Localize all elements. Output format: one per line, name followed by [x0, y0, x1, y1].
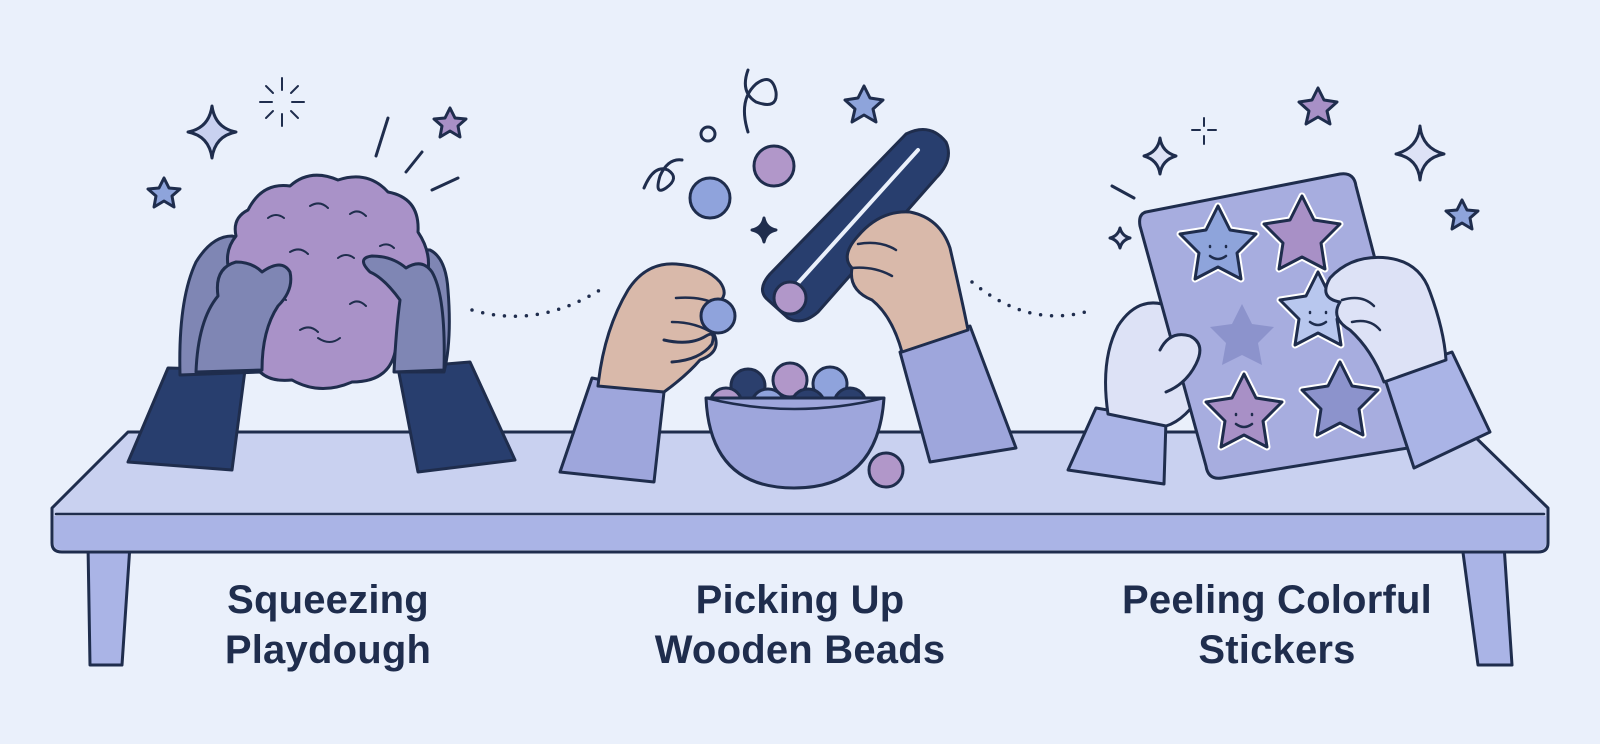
left-hand-skin: [596, 262, 726, 394]
left-sleeve-navy: [126, 366, 247, 472]
sticker-star-5: [1298, 358, 1382, 439]
caption-beads-line1: Picking Up: [695, 578, 905, 622]
dotted-connector-1: [470, 284, 608, 318]
swirl-left: [642, 158, 684, 192]
bowl-rim: [704, 396, 886, 411]
caption-stickers-line1: Peeling Colorful: [1122, 578, 1432, 622]
caption-stickers-line2: Stickers: [1198, 628, 1356, 672]
sparkle-beads: [750, 216, 778, 244]
star-stickers-right: [1444, 198, 1480, 231]
motion-lines: [374, 116, 460, 192]
caption-beads: Picking Up Wooden Beads: [620, 575, 980, 675]
sticker-star-2: [1260, 192, 1344, 273]
sticker-star-4: [1202, 370, 1286, 451]
caption-playdough-line2: Playdough: [224, 628, 432, 672]
star-stickers-top: [1297, 86, 1339, 126]
left-sleeve-lavender: [558, 376, 666, 484]
plus-sparkle: [1191, 117, 1217, 145]
swirl-top: [742, 68, 778, 134]
right-hand-pale: [1324, 255, 1448, 384]
sticker-star-3-peeling: [1276, 268, 1360, 349]
star-small-top: [432, 106, 468, 139]
held-bead: [699, 297, 737, 335]
motion-line-stickers: [1110, 184, 1136, 200]
table-front-band: [54, 516, 1546, 550]
floating-bead: [752, 144, 796, 188]
table-leg-left: [86, 543, 132, 667]
loose-bead-table: [867, 451, 905, 489]
tongs-split: [788, 148, 920, 294]
sticker-outline-empty: [1210, 304, 1274, 365]
playdough-scene: [126, 77, 517, 474]
right-hand-finger-lines: [1340, 296, 1382, 332]
sparkle-four-point-4: [1108, 226, 1132, 250]
table-leg-right: [1460, 543, 1514, 667]
sparkle-four-point-3: [1142, 136, 1178, 176]
right-fingers: [362, 254, 446, 374]
right-hand-finger-lines: [850, 241, 898, 278]
right-sleeve-navy: [396, 360, 517, 474]
caption-playdough-line1: Squeezing: [227, 578, 429, 622]
left-thumb: [662, 332, 715, 364]
floating-bead: [688, 176, 732, 220]
floating-bead-small: [699, 125, 717, 143]
sparkle-four-point-1: [186, 104, 238, 160]
bowl-body: [704, 396, 886, 490]
sticker-star-1: [1176, 202, 1260, 283]
stickers-scene: [1066, 86, 1492, 486]
caption-beads-line2: Wooden Beads: [654, 628, 946, 672]
tongs-bead: [772, 280, 808, 316]
dotted-connector-2: [970, 280, 1094, 318]
star-beads: [843, 84, 885, 124]
burst-icon: [259, 77, 305, 127]
caption-stickers: Peeling Colorful Stickers: [1097, 575, 1457, 675]
star-small-left: [146, 176, 182, 209]
right-hand-skin: [845, 210, 970, 354]
sparkle-four-point-2: [1394, 124, 1446, 182]
beads-scene: [558, 68, 1018, 490]
caption-playdough: Squeezing Playdough: [148, 575, 508, 675]
bead-bowl: [704, 361, 886, 490]
left-thumb-pale: [1158, 333, 1202, 394]
left-fingers: [194, 260, 293, 374]
